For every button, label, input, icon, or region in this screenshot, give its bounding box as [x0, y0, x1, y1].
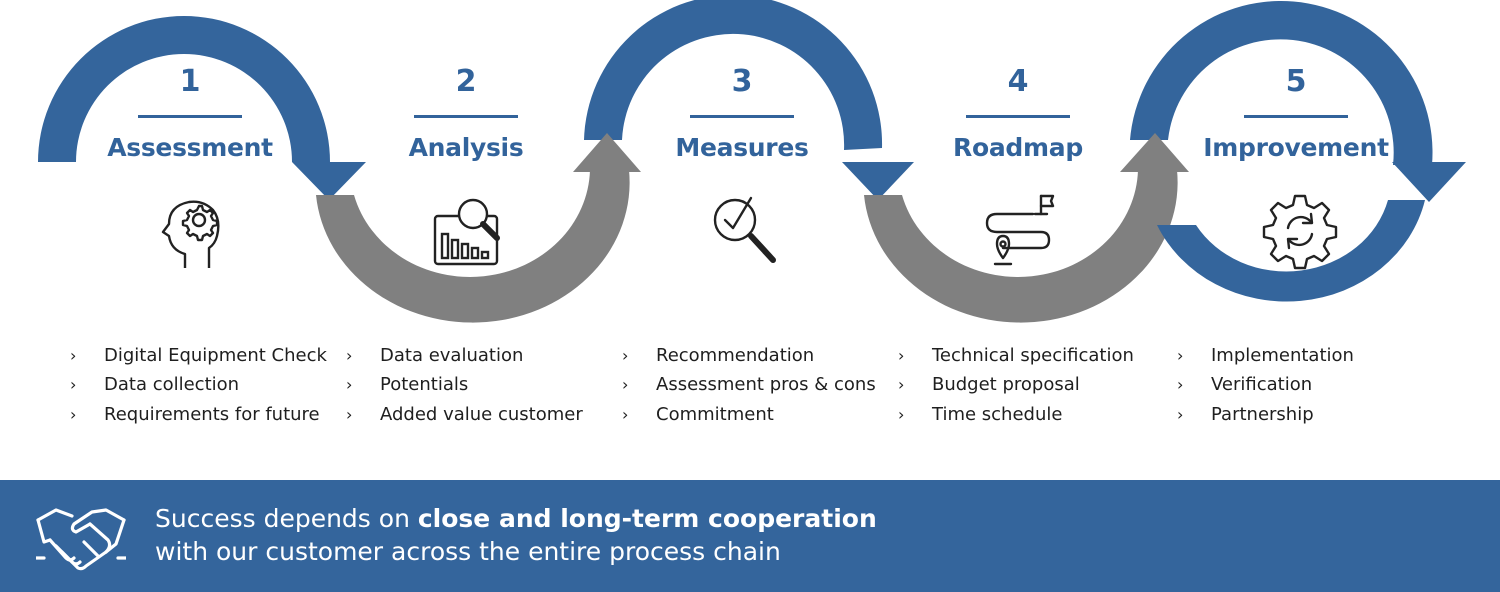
list-item: ›Budget proposal: [898, 371, 1134, 400]
arrow-head-4: [1120, 133, 1189, 172]
list-item: ›Recommendation: [622, 342, 876, 371]
arc-1-blue: [38, 16, 330, 162]
chevron-right-icon: ›: [70, 375, 77, 395]
list-item: ›Commitment: [622, 401, 876, 430]
arrow-head-5: [1392, 162, 1466, 202]
step-title: Analysis: [408, 133, 524, 162]
step-divider: [138, 115, 242, 118]
list-item: ›Data evaluation: [346, 342, 583, 371]
step-divider: [690, 115, 794, 118]
step-title: Measures: [675, 133, 809, 162]
arc-4-gray: [864, 170, 1178, 323]
step-number: 2: [455, 64, 477, 99]
chevron-right-icon: ›: [622, 375, 629, 395]
chevron-right-icon: ›: [346, 346, 353, 365]
arrow-head-3: [842, 162, 914, 200]
arc-5-blue: [1130, 0, 1433, 165]
chevron-right-icon: ›: [1177, 346, 1184, 365]
footer-line-2: with our customer across the entire proc…: [155, 537, 781, 566]
list-item: ›Potentials: [346, 371, 583, 400]
step-number: 4: [1007, 64, 1029, 99]
chevron-right-icon: ›: [70, 404, 77, 424]
step-number: 1: [179, 64, 201, 99]
chevron-right-icon: ›: [346, 404, 353, 424]
list-item: ›Digital Equipment Check: [70, 342, 327, 371]
step-2-bullets: ›Data evaluation ›Potentials ›Added valu…: [346, 342, 583, 430]
step-number: 5: [1285, 64, 1307, 99]
arrow-head-1: [292, 162, 366, 200]
footer-banner: [0, 480, 1500, 592]
step-title: Assessment: [107, 133, 273, 162]
arc-5-lower-blue: [1157, 200, 1425, 302]
list-item: ›Added value customer: [346, 401, 583, 430]
footer-emphasis: close and long-term cooperation: [417, 504, 877, 533]
handshake-icon: [36, 508, 126, 571]
chevron-right-icon: ›: [346, 375, 353, 395]
step-divider: [1244, 115, 1348, 118]
list-item: ›Assessment pros & cons: [622, 371, 876, 400]
list-item: ›Data collection: [70, 371, 327, 400]
head-gear-icon: [161, 200, 220, 268]
arc-2-gray: [316, 170, 630, 323]
footer-line-1: Success depends on close and long-term c…: [155, 504, 877, 533]
step-3-bullets: ›Recommendation ›Assessment pros & cons …: [622, 342, 876, 430]
arc-3-blue: [584, 0, 883, 150]
chevron-right-icon: ›: [898, 375, 905, 395]
checkmark-magnifier-icon: [713, 196, 776, 263]
chevron-right-icon: ›: [622, 404, 629, 424]
step-title: Roadmap: [953, 133, 1083, 162]
chevron-right-icon: ›: [1177, 404, 1184, 424]
list-item: ›Verification: [1177, 371, 1354, 400]
step-divider: [414, 115, 518, 118]
list-item: ›Partnership: [1177, 401, 1354, 430]
process-arcs: [38, 0, 1466, 323]
step-4-bullets: ›Technical specification ›Budget proposa…: [898, 342, 1134, 430]
gear-cycle-icon: [1262, 194, 1338, 270]
step-title: Improvement: [1203, 133, 1389, 162]
list-item: ›Implementation: [1177, 342, 1354, 371]
arrow-head-2: [573, 133, 641, 172]
list-item: ›Time schedule: [898, 401, 1134, 430]
step-5-bullets: ›Implementation ›Verification ›Partnersh…: [1177, 342, 1354, 430]
chevron-right-icon: ›: [70, 346, 77, 365]
chevron-right-icon: ›: [898, 346, 905, 365]
step-1-bullets: ›Digital Equipment Check ›Data collectio…: [70, 342, 327, 430]
footer-message: Success depends on close and long-term c…: [155, 502, 877, 568]
list-item: ›Technical specification: [898, 342, 1134, 371]
step-number: 3: [731, 64, 753, 99]
step-divider: [966, 115, 1070, 118]
chevron-right-icon: ›: [1177, 375, 1184, 395]
route-map-icon: [985, 194, 1055, 266]
chart-magnifier-icon: [433, 198, 500, 266]
chevron-right-icon: ›: [898, 404, 905, 424]
chevron-right-icon: ›: [622, 346, 629, 365]
list-item: ›Requirements for future: [70, 401, 327, 430]
